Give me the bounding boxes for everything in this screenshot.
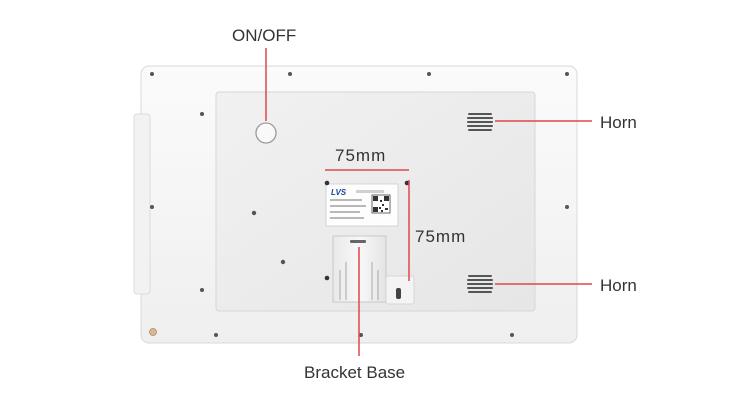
product-label-sticker: LVS xyxy=(325,183,399,227)
label-horn-top: Horn xyxy=(600,113,637,132)
side-strip xyxy=(133,113,151,295)
speaker-grille-bottom xyxy=(467,275,493,293)
qr-code-icon xyxy=(371,194,391,214)
label-bracket-base: Bracket Base xyxy=(304,363,406,382)
sticker-brand: LVS xyxy=(331,188,347,197)
label-dim-vertical: 75mm xyxy=(415,227,467,246)
label-dim-horizontal: 75mm xyxy=(335,146,387,165)
label-horn-bottom: Horn xyxy=(600,276,637,295)
label-on-off: ON/OFF xyxy=(232,26,297,45)
corner-screw xyxy=(149,328,157,336)
screw-dots xyxy=(150,72,569,337)
speaker-grille-top xyxy=(467,113,493,131)
power-button xyxy=(255,122,277,144)
